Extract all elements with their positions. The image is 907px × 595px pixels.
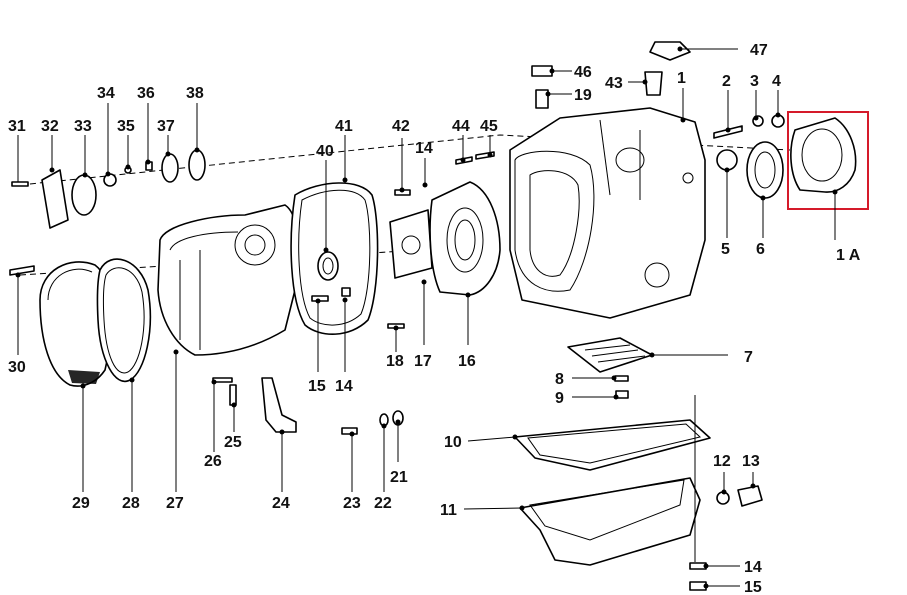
label-14-right: 14	[744, 559, 762, 576]
label-23: 23	[343, 495, 361, 512]
label-44: 44	[452, 118, 470, 135]
part-23-bolt	[341, 427, 358, 435]
label-10: 10	[444, 434, 462, 451]
label-13: 13	[742, 453, 760, 470]
label-32: 32	[41, 118, 59, 135]
part-37-seal	[161, 153, 179, 183]
label-36: 36	[137, 85, 155, 102]
part-7-strainer	[567, 337, 653, 373]
label-28: 28	[122, 495, 140, 512]
callout-labels: 1 1 A 2 3 4 5 6 7 8 9 10 11 12 13 14 15 …	[8, 42, 861, 595]
part-16-flange-cover	[429, 181, 501, 296]
part-30-bolt	[9, 265, 35, 276]
part-34-nut	[103, 173, 117, 187]
part-15-bolt-lower	[689, 581, 707, 591]
label-31: 31	[8, 118, 26, 135]
label-2: 2	[722, 73, 731, 90]
label-5: 5	[721, 241, 730, 258]
label-16: 16	[458, 353, 476, 370]
label-47: 47	[750, 42, 768, 59]
part-32-cover	[41, 169, 69, 229]
label-1a: 1 A	[836, 247, 861, 264]
label-40: 40	[316, 143, 334, 160]
part-8-washer	[614, 375, 629, 382]
part-19-breather	[535, 89, 549, 109]
label-42: 42	[392, 118, 410, 135]
label-6: 6	[756, 241, 765, 258]
label-14-top: 14	[415, 140, 433, 157]
label-21: 21	[390, 469, 408, 486]
callout-leaders	[15, 46, 838, 589]
label-24: 24	[272, 495, 290, 512]
label-15-mid: 15	[308, 378, 326, 395]
label-45: 45	[480, 118, 498, 135]
part-33-gasket	[71, 174, 97, 216]
label-43: 43	[605, 75, 623, 92]
label-29: 29	[72, 495, 90, 512]
part-1-transmission-case	[509, 107, 706, 319]
label-19: 19	[574, 87, 592, 104]
part-17-hole	[401, 235, 421, 255]
label-17: 17	[414, 353, 432, 370]
part-11-oil-pan	[519, 477, 701, 566]
part-46-cap	[531, 65, 553, 77]
label-37: 37	[157, 118, 175, 135]
part-38-ring	[188, 149, 206, 181]
label-8: 8	[555, 371, 564, 388]
part-25-screw	[229, 384, 237, 406]
label-3: 3	[750, 73, 759, 90]
part-17-plate	[389, 209, 433, 279]
label-27: 27	[166, 495, 184, 512]
label-12: 12	[713, 453, 731, 470]
label-41: 41	[335, 118, 353, 135]
part-14-washer	[341, 287, 351, 297]
label-18: 18	[386, 353, 404, 370]
label-26: 26	[204, 453, 222, 470]
label-38: 38	[186, 85, 204, 102]
part-47-filler-cap	[649, 41, 691, 61]
part-27-bell-housing	[157, 204, 299, 356]
label-46: 46	[574, 64, 592, 81]
part-24-pipe	[261, 377, 297, 433]
label-35: 35	[117, 118, 135, 135]
part-40-seal	[317, 251, 339, 281]
label-11: 11	[440, 502, 457, 519]
label-14-mid: 14	[335, 378, 353, 395]
part-29-end-cover	[39, 261, 113, 387]
axis-line-upper	[19, 134, 791, 186]
label-25: 25	[224, 434, 242, 451]
part-43-plug	[644, 71, 663, 96]
label-34: 34	[97, 85, 115, 102]
part-31-bolt	[11, 181, 29, 187]
label-4: 4	[772, 73, 781, 90]
part-1a-highlight-box	[787, 111, 869, 210]
part-14-washer-lower	[689, 562, 707, 570]
label-15-right: 15	[744, 579, 762, 595]
label-30: 30	[8, 359, 26, 376]
label-22: 22	[374, 495, 392, 512]
label-33: 33	[74, 118, 92, 135]
part-10-pan-gasket	[514, 419, 711, 471]
part-1a-bearing-cover	[790, 117, 857, 193]
part-7-mesh	[584, 344, 646, 363]
part-5-plug	[716, 149, 738, 171]
label-7: 7	[744, 349, 753, 366]
part-6-seal	[746, 141, 784, 199]
label-1: 1	[677, 70, 686, 87]
part-42-bolt	[394, 189, 411, 196]
part-13-drain-plug	[737, 485, 763, 507]
label-9: 9	[555, 390, 564, 407]
